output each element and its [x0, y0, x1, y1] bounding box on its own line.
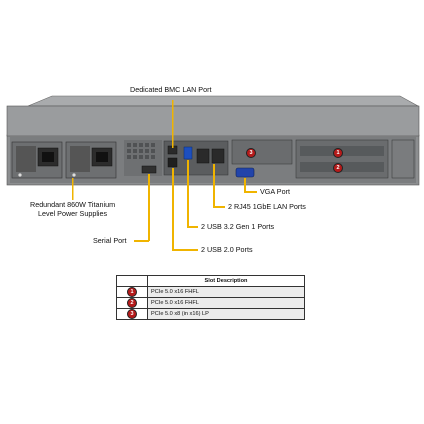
power-supply-1: [11, 141, 63, 179]
label-usb3: 2 USB 3.2 Gen 1 Ports: [201, 222, 275, 231]
vga-port: [235, 167, 255, 178]
slot-number-badge: 3: [127, 309, 137, 319]
slot-table-header-blank: [116, 275, 148, 287]
slot-badge-1: 1: [333, 148, 343, 158]
leader-rj45: [213, 164, 215, 207]
slot-description-cell: PCIe 5.0 x16 FHFL: [147, 297, 305, 309]
slot-table-header: Slot Description: [147, 275, 305, 287]
chassis-top-lid: [27, 95, 420, 107]
label-serial: Serial Port: [93, 236, 127, 245]
leader-usb3: [187, 160, 189, 227]
label-bmc-lan: Dedicated BMC LAN Port: [130, 85, 212, 94]
slot-number-cell: 3: [116, 308, 148, 320]
slot-table-row: 3 PCIe 5.0 x8 (in x16) LP: [116, 308, 305, 320]
label-rj45: 2 RJ45 1GbE LAN Ports: [228, 202, 306, 211]
leader-serial: [148, 174, 150, 241]
leader-usb3-h: [187, 226, 198, 228]
label-power-supplies: Redundant 860W Titanium Level Power Supp…: [30, 200, 115, 218]
label-power-supplies-line2: Level Power Supplies: [37, 209, 108, 218]
usb3-ports: [183, 146, 193, 160]
slot-badge-3: 3: [246, 148, 256, 158]
leader-usb2-h: [172, 249, 198, 251]
slot-number-cell: 1: [116, 286, 148, 298]
server-rear-chassis: [6, 95, 420, 200]
label-power-supplies-line1: Redundant 860W Titanium: [30, 200, 116, 209]
rj45-lan-ports: [196, 148, 210, 164]
slot-number-cell: 2: [116, 297, 148, 309]
io-panel: [141, 140, 229, 176]
usb2-ports: [167, 157, 178, 168]
leader-usb2: [172, 168, 174, 250]
leader-vga-h: [244, 191, 257, 193]
label-usb2: 2 USB 2.0 Ports: [201, 245, 253, 254]
slot-table-row: 2 PCIe 5.0 x16 FHFL: [116, 297, 305, 309]
slot-description-table: Slot Description 1 PCIe 5.0 x16 FHFL 2 P…: [116, 275, 305, 320]
slot-badge-2: 2: [333, 163, 343, 173]
slot-number-badge: 2: [127, 298, 137, 308]
label-vga: VGA Port: [260, 187, 290, 196]
callout-leaders: [72, 100, 174, 200]
leader-vga: [244, 178, 246, 192]
leader-rj45-h: [213, 206, 225, 208]
slot-description-cell: PCIe 5.0 x16 FHFL: [147, 286, 305, 298]
slot-table-header-row: Slot Description: [116, 275, 305, 287]
power-supply-2: [65, 141, 117, 179]
slot-number-badge: 1: [127, 287, 137, 297]
leader-serial-h: [134, 240, 149, 242]
serial-port: [141, 165, 157, 174]
slot-table-row: 1 PCIe 5.0 x16 FHFL: [116, 286, 305, 298]
slot-description-cell: PCIe 5.0 x8 (in x16) LP: [147, 308, 305, 320]
